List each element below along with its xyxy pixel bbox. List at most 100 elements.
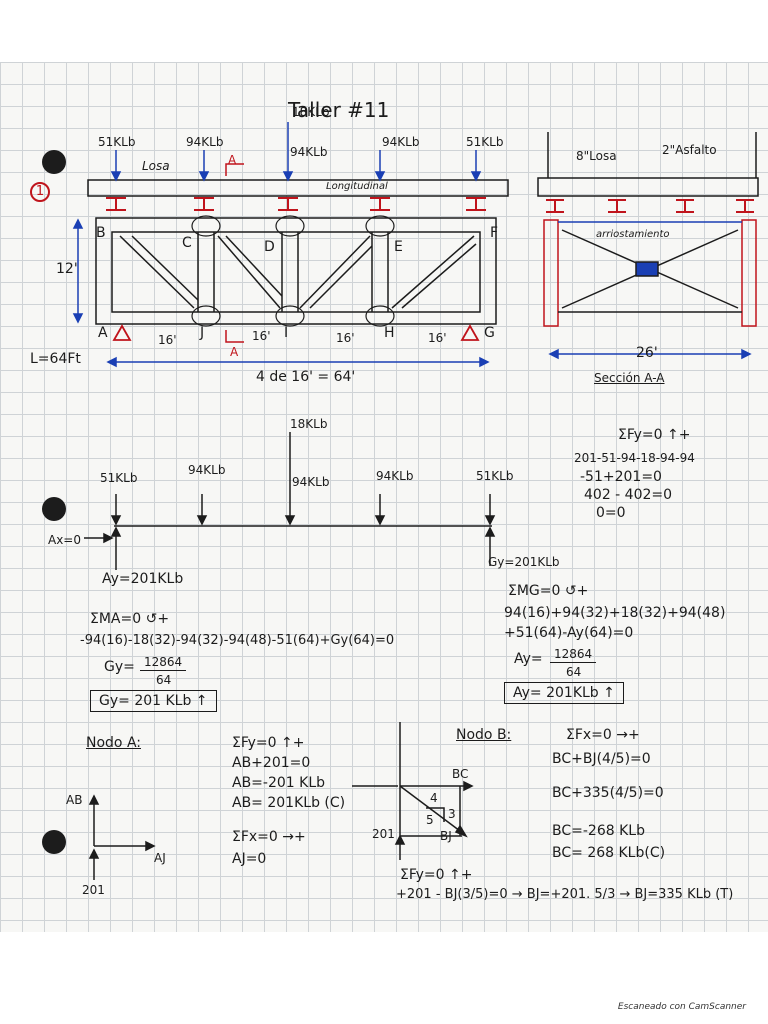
sum-fy-line: 201-51-94-18-94-94 <box>574 451 695 465</box>
section-width-dimension <box>548 348 752 360</box>
gy-label: Gy=201KLb <box>488 555 560 569</box>
panel-label: 16' <box>428 331 447 345</box>
truss-load-label: 94KLb <box>186 135 224 149</box>
height-dimension <box>72 218 84 324</box>
node-label: H <box>384 325 395 341</box>
section-cut-marker <box>225 163 244 343</box>
truss-load-label: 94KLb <box>382 135 420 149</box>
section-aa-drawing <box>537 132 759 327</box>
stringer-beams <box>106 197 486 211</box>
sum-fy-line: 0=0 <box>596 505 626 521</box>
nodo-b-201-label: 201 <box>372 827 395 841</box>
nodo-a-diagram <box>88 794 156 880</box>
fbd-diagram <box>84 432 496 570</box>
nodo-a-fx-line: AJ=0 <box>232 851 267 867</box>
nodo-b-fx-eq: BC+BJ(4/5)=0 <box>552 751 651 767</box>
node-label: C <box>182 235 192 251</box>
nodo-b-tri-3: 3 <box>448 807 456 821</box>
fbd-load-label: 18KLb <box>290 417 328 431</box>
truss-load-label: 18KLb <box>292 105 330 119</box>
moment-a-equation: -94(16)-18(32)-94(32)-94(48)-51(64)+Gy(6… <box>80 633 395 648</box>
moment-a-header: ΣMA=0 ↺+ <box>90 611 170 627</box>
moment-a-result: Gy= 201 KLb ↑ <box>90 690 217 712</box>
truss-members <box>95 217 497 325</box>
moment-g-header: ΣMG=0 ↺+ <box>508 583 589 599</box>
nodo-a-aj-label: AJ <box>154 851 166 865</box>
fbd-load-label: 94KLb <box>292 475 330 489</box>
deck-slab <box>87 179 509 197</box>
nodo-b-bj-label: BJ <box>440 829 452 843</box>
nodo-b-tri-4: 4 <box>430 791 438 805</box>
moment-a-solve-num: 12864 <box>140 656 187 671</box>
nodo-b-fx-eq: BC+335(4/5)=0 <box>552 785 664 801</box>
truss-load-label: 51KLb <box>466 135 504 149</box>
node-label: J <box>200 325 205 341</box>
losa-label: Losa <box>142 159 170 173</box>
nodo-a-fy-line: AB=-201 KLb <box>232 775 326 791</box>
nodo-b-title: Nodo B: <box>456 727 512 743</box>
binder-hole <box>42 150 66 174</box>
section-losa-label: 8"Losa <box>576 149 617 163</box>
section-caption: Sección A-A <box>594 371 665 385</box>
fbd-load-label: 94KLb <box>188 463 226 477</box>
panel-label: 16' <box>336 331 355 345</box>
nodo-b-fy-eq: +201 - BJ(3/5)=0 → BJ=+201. 5/3 → BJ=335… <box>396 887 734 902</box>
moment-g-solve-den: 64 <box>566 665 582 679</box>
page-title: Taller #11 <box>288 98 390 122</box>
moment-g-result: Ay= 201KLb ↑ <box>504 682 624 704</box>
moment-a-solve-den: 64 <box>156 673 172 687</box>
supports <box>112 324 480 341</box>
fbd-load-label: 51KLb <box>100 471 138 485</box>
notebook-page <box>0 62 768 932</box>
nodo-b-fx-result: BC= 268 KLb(C) <box>552 845 666 861</box>
panel-label: 16' <box>158 333 177 347</box>
nodo-b-tri-5: 5 <box>426 813 434 827</box>
ax-label: Ax=0 <box>48 533 81 547</box>
section-marker-label: A <box>228 153 237 167</box>
moment-g-solve-lhs: Ay= <box>514 651 543 667</box>
node-label: F <box>490 225 499 241</box>
truss-load-label: 94KLb <box>290 145 328 159</box>
fbd-load-label: 94KLb <box>376 469 414 483</box>
arriostamiento-label: arriostamiento <box>596 229 670 240</box>
moment-g-equation: 94(16)+94(32)+18(32)+94(48) <box>504 605 726 621</box>
nodo-b-bc-label: BC <box>452 767 469 781</box>
nodo-a-title: Nodo A: <box>86 735 141 751</box>
nodo-a-ab-label: AB <box>66 793 83 807</box>
longitudinal-label: Longitudinal <box>326 181 388 192</box>
truss-load-label: 51KLb <box>98 135 136 149</box>
nodo-a-fy-header: ΣFy=0 ↑+ <box>232 735 305 751</box>
load-arrows <box>110 122 482 182</box>
length-label: L=64Ft <box>30 351 81 367</box>
fbd-load-label: 51KLb <box>476 469 514 483</box>
nodo-a-fy-line: AB+201=0 <box>232 755 311 771</box>
nodo-b-fx-header: ΣFx=0 →+ <box>566 727 640 743</box>
nodo-a-fy-line: AB= 201KLb (C) <box>232 795 346 811</box>
node-label: G <box>484 325 495 341</box>
nodo-b-fy-header: ΣFy=0 ↑+ <box>400 867 473 883</box>
node-label: E <box>394 239 403 255</box>
node-label: A <box>98 325 108 341</box>
height-label: 12' <box>56 261 78 277</box>
node-label: I <box>284 325 289 341</box>
binder-hole <box>42 830 66 854</box>
span-dimension <box>106 356 490 368</box>
node-label: B <box>96 225 106 241</box>
section-beams <box>546 199 754 213</box>
panel-label: 16' <box>252 329 271 343</box>
sum-fy-header: ΣFy=0 ↑+ <box>618 427 691 443</box>
node-label: D <box>264 239 275 255</box>
section-asfalto-label: 2"Asfalto <box>662 143 717 157</box>
scanner-watermark: Escaneado con CamScanner <box>617 1002 746 1012</box>
moment-g-solve-num: 12864 <box>550 648 597 663</box>
section-width-label: 26' <box>636 345 658 361</box>
sum-fy-line: -51+201=0 <box>580 469 662 485</box>
moment-g-equation: +51(64)-Ay(64)=0 <box>504 625 634 641</box>
section-marker-label: A <box>230 345 239 359</box>
problem-number: 1 <box>30 182 50 202</box>
span-label: 4 de 16' = 64' <box>256 369 356 385</box>
moment-a-solve-lhs: Gy= <box>104 659 135 675</box>
nodo-a-fx-header: ΣFx=0 →+ <box>232 829 306 845</box>
sum-fy-line: 402 - 402=0 <box>584 487 673 503</box>
